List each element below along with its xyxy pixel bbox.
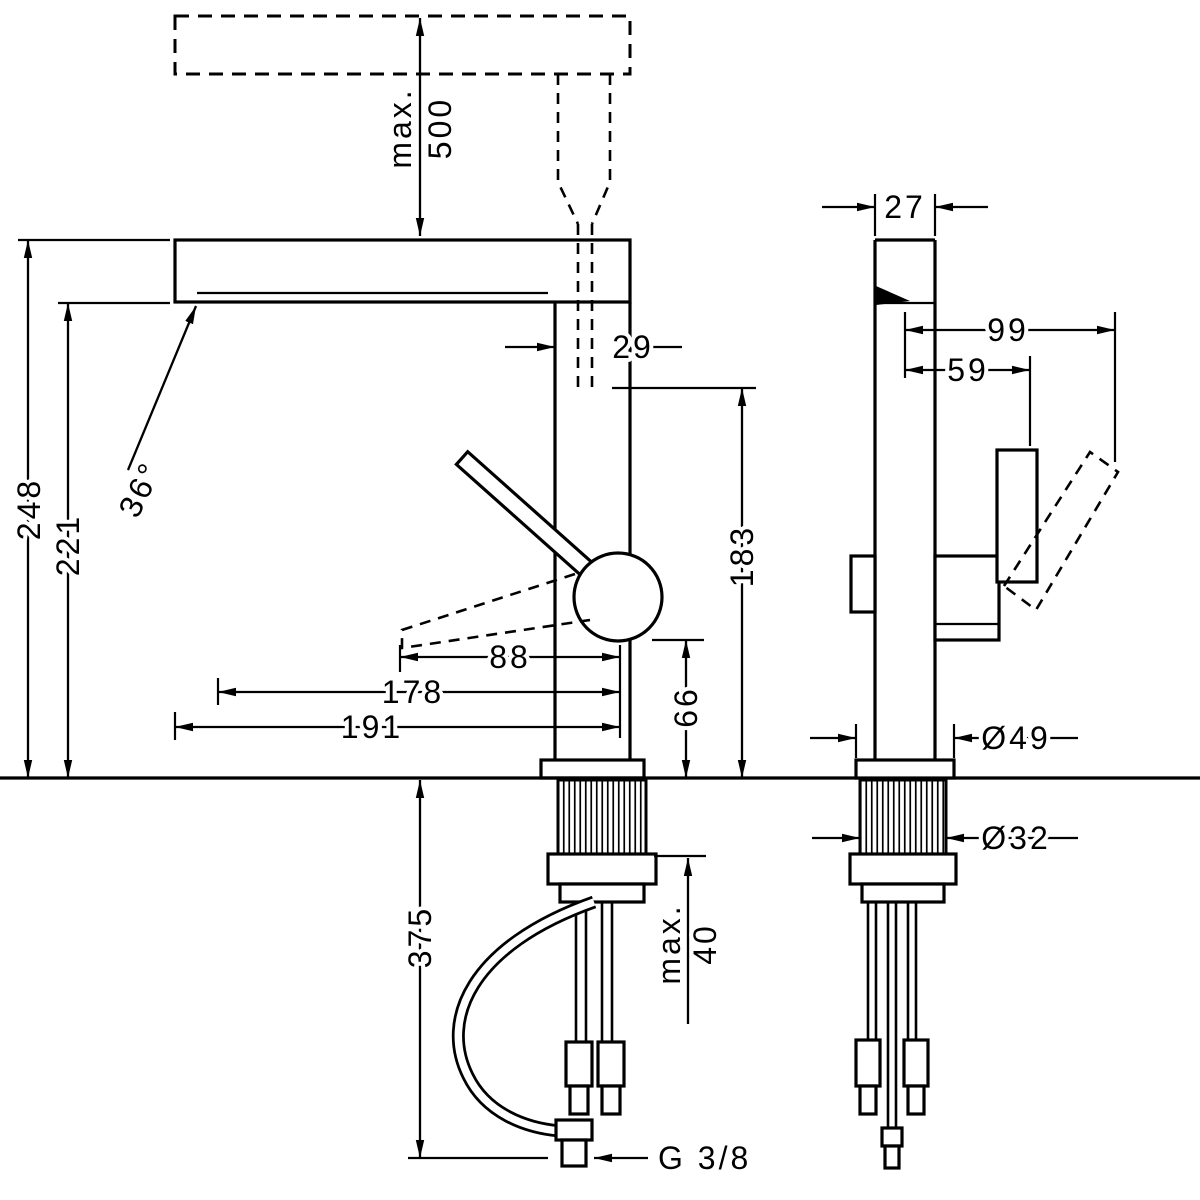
dim-191-label: 191 — [341, 709, 403, 745]
dim-max40-word-label: max. — [651, 903, 687, 984]
spout — [173, 238, 632, 304]
handle-lowered-dashed — [400, 572, 591, 650]
side-view — [810, 194, 1120, 1170]
hose-end-connector-side — [880, 1126, 904, 1148]
hose-connector-tip — [906, 1084, 926, 1116]
dim-178 — [216, 678, 620, 705]
dim-221-label: 221 — [50, 514, 86, 576]
dim-375-label: 375 — [402, 906, 438, 968]
spray-holder-detail — [849, 554, 877, 614]
hose-connector — [902, 1038, 930, 1088]
dim-max500-word-label: max. — [382, 87, 418, 168]
below-counter-side — [848, 778, 958, 1170]
dim-dia49 — [810, 724, 1078, 758]
mounting-nut-upper-side — [848, 852, 958, 886]
dim-59-label: 59 — [947, 352, 989, 388]
dim-66-label: 66 — [668, 686, 704, 728]
below-counter-front — [451, 778, 658, 1168]
threaded-shank-side — [858, 778, 948, 856]
dim-221 — [58, 301, 170, 778]
dimension-labels: max. 500 29 248 221 183 36° 88 178 191 6… — [7, 83, 1052, 1180]
dim-max-40 — [654, 854, 706, 1024]
raised-spout-dashed-outline — [173, 14, 632, 76]
handle-raised-dashed — [1002, 450, 1120, 612]
front-view — [18, 14, 756, 1168]
dim-max40-value-label: 40 — [687, 923, 723, 965]
hose-connector-tip — [600, 1084, 622, 1116]
dim-27-label: 27 — [884, 189, 926, 225]
dim-59 — [905, 356, 1032, 446]
dim-dia32-label: Ø32 — [981, 820, 1050, 856]
handle-pivot-block — [933, 554, 1001, 642]
dim-99-label: 99 — [987, 312, 1029, 348]
handle-lever-side — [995, 448, 1039, 584]
dim-36deg — [126, 305, 198, 471]
handle-pivot — [572, 551, 664, 643]
hose-connector — [596, 1040, 626, 1088]
dim-66 — [652, 638, 704, 778]
base-flange-side — [854, 758, 956, 780]
hose-end-connector — [554, 1118, 594, 1142]
dim-max500-value-label: 500 — [422, 97, 458, 159]
threaded-shank — [556, 778, 648, 856]
side-handle — [933, 448, 1120, 642]
dim-183-label: 183 — [724, 525, 760, 587]
pullout-raised-outline — [173, 14, 632, 388]
hose-end-connector-tip-side — [883, 1144, 901, 1170]
handle — [400, 449, 664, 650]
dim-191 — [173, 712, 620, 740]
pullout-hose-inner — [454, 898, 596, 1135]
mounting-nut-upper — [546, 852, 658, 886]
side-base — [854, 758, 956, 780]
dim-178-label: 178 — [382, 674, 444, 710]
spout-outlet-wedge — [876, 286, 910, 305]
dim-88-label: 88 — [489, 639, 531, 675]
dim-g38-label: G 3/8 — [658, 1140, 751, 1176]
hose-connector — [854, 1038, 882, 1088]
dim-248-label: 248 — [11, 478, 47, 540]
dim-248 — [18, 238, 170, 778]
mounting-nut-lower-side — [860, 882, 946, 904]
mounting-nut-lower — [558, 882, 646, 904]
spout-outline — [173, 238, 632, 304]
dim-375 — [408, 780, 548, 1160]
angle-leader — [126, 305, 198, 471]
spray-head-dashed-right — [590, 74, 612, 225]
hose-connector-tip — [568, 1084, 590, 1116]
hose-end-connector-tip — [560, 1138, 588, 1168]
dim-183 — [612, 386, 756, 778]
dim-27 — [822, 194, 988, 236]
dim-29-label: 29 — [612, 329, 654, 365]
spray-head-dashed-left — [556, 74, 580, 225]
dim-dia49-label: Ø49 — [981, 720, 1050, 756]
hose-connector — [564, 1040, 594, 1088]
hose-connector-tip — [858, 1084, 878, 1116]
